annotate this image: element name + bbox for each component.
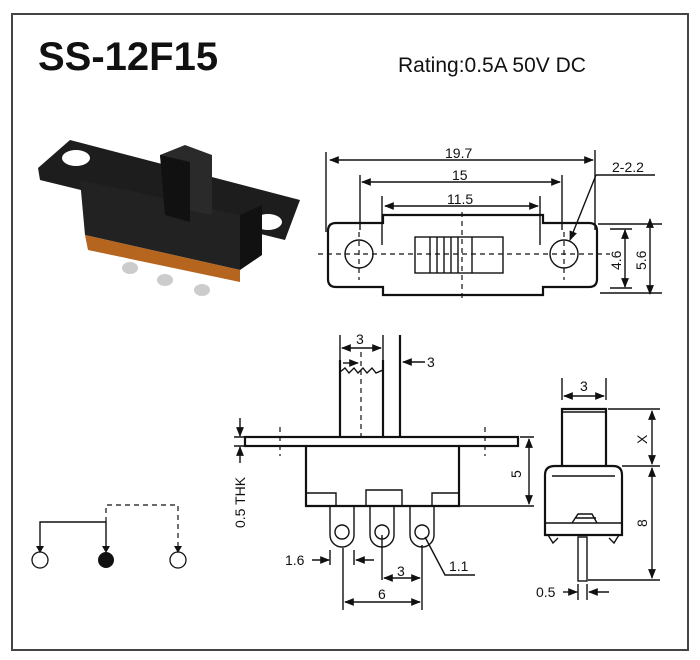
- dim-slot-length: 11.5: [447, 191, 473, 207]
- dim-hole-pitch: 15: [452, 167, 468, 183]
- frame-border: [11, 13, 689, 651]
- terminal-symbol-left: [31, 551, 49, 569]
- switch-photo: [38, 140, 300, 296]
- dim-plate-thickness: 0.5 THK: [232, 476, 248, 528]
- dim-actuator-width: 3: [356, 331, 364, 347]
- product-title: SS-12F15: [38, 35, 218, 79]
- dim-terminal-hole: 1.1: [449, 558, 469, 574]
- dim-overall-length: 19.7: [445, 145, 472, 161]
- terminal-symbol-right: [169, 551, 187, 569]
- end-view-drawing: [543, 378, 660, 600]
- dim-inner-width: 4.6: [608, 250, 624, 270]
- dim-pin-thickness: 0.5: [536, 584, 556, 600]
- dim-hole-spec: 2-2.2: [612, 159, 644, 175]
- dim-outer-width: 5.6: [633, 250, 649, 270]
- circuit-schematic: [31, 504, 187, 569]
- dim-actuator-travel: 3: [427, 354, 435, 370]
- dim-actuator-height: X: [634, 434, 650, 444]
- terminal-symbol-common: [98, 552, 114, 568]
- dim-end-actuator-width: 3: [580, 378, 588, 394]
- side-view-drawing: [234, 335, 534, 610]
- dim-terminal-width: 1.6: [285, 552, 305, 568]
- top-view-drawing: [318, 150, 662, 298]
- dim-terminal-pitch: 3: [397, 563, 405, 579]
- dim-body-height: 5: [508, 470, 524, 478]
- dim-terminal-span: 6: [378, 586, 386, 602]
- rating-label: Rating:0.5A 50V DC: [398, 54, 586, 77]
- dim-end-body-height: 8: [634, 519, 650, 527]
